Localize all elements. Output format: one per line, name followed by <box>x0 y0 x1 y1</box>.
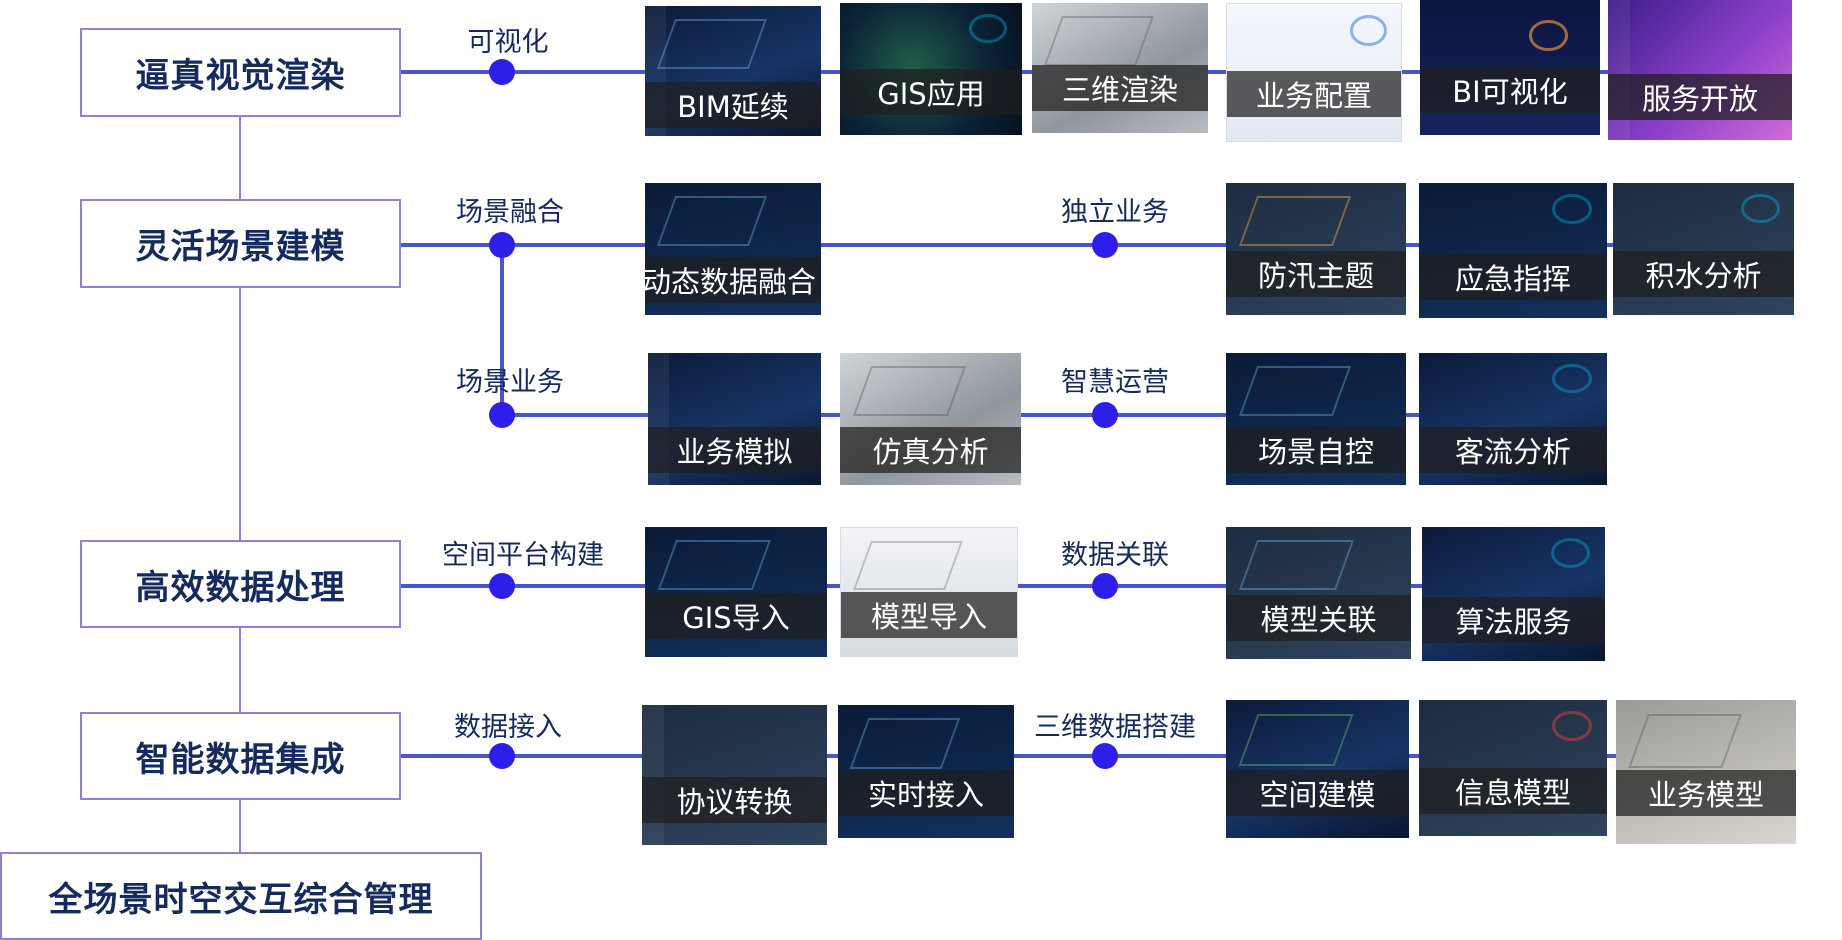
row2-line <box>400 243 1780 247</box>
thumb-dynamic-data-fusion: 动态数据融合 <box>645 183 821 315</box>
thumb-caption: 业务模型 <box>1616 770 1796 816</box>
thumb-caption: 应急指挥 <box>1419 254 1607 300</box>
thumb-algorithm-service: 算法服务 <box>1422 527 1605 661</box>
thumb-protocol-conversion: 协议转换 <box>642 705 827 845</box>
thumb-caption: 客流分析 <box>1419 427 1607 473</box>
thumb-information-model: 信息模型 <box>1419 700 1607 836</box>
label-visualization: 可视化 <box>467 27 549 58</box>
node-photorealistic-rendering: 逼真视觉渲染 <box>80 28 401 117</box>
thumb-caption: 防汛主题 <box>1226 251 1406 297</box>
thumb-caption: BI可视化 <box>1420 67 1600 113</box>
thumb-service-open: 服务开放 <box>1608 0 1792 140</box>
thumb-realtime-access: 实时接入 <box>838 705 1014 838</box>
thumb-caption: BIM延续 <box>645 82 821 128</box>
dot-smart-operation <box>1092 402 1118 428</box>
thumb-emergency-command: 应急指挥 <box>1419 183 1607 318</box>
thumb-business-model: 业务模型 <box>1616 700 1796 844</box>
thumb-caption: 场景自控 <box>1226 427 1406 473</box>
thumb-model-association: 模型关联 <box>1226 527 1411 659</box>
thumb-simulation-analysis: 仿真分析 <box>840 353 1021 485</box>
node-efficient-data-processing: 高效数据处理 <box>80 540 401 628</box>
thumb-gis-import: GIS导入 <box>645 527 827 657</box>
node-full-scene-management: 全场景时空交互综合管理 <box>0 852 482 940</box>
thumb-caption: 模型导入 <box>841 592 1017 638</box>
node-label: 智能数据集成 <box>135 739 346 780</box>
thumb-3d-render: 三维渲染 <box>1032 3 1208 133</box>
dot-independent-business <box>1092 232 1118 258</box>
row5-line <box>400 754 1780 758</box>
label-smart-operation: 智慧运营 <box>1061 367 1169 398</box>
thumb-business-simulation: 业务模拟 <box>648 353 821 485</box>
row3-line <box>500 413 1600 417</box>
branch-line <box>500 248 504 417</box>
thumb-flood-theme: 防汛主题 <box>1226 183 1406 315</box>
thumb-model-import: 模型导入 <box>840 527 1018 657</box>
node-flexible-scene-modeling: 灵活场景建模 <box>80 199 401 288</box>
node-label: 灵活场景建模 <box>135 227 346 267</box>
thumb-waterlog-analysis: 积水分析 <box>1613 183 1794 315</box>
dot-data-access <box>489 743 515 769</box>
thumb-caption: 算法服务 <box>1422 597 1605 643</box>
label-independent-business: 独立业务 <box>1061 197 1169 228</box>
thumb-caption: 业务配置 <box>1227 71 1401 117</box>
dot-scene-fusion <box>489 232 515 258</box>
node-label: 高效数据处理 <box>135 567 346 608</box>
connector-n2-n3 <box>239 288 241 540</box>
thumb-scene-control: 场景自控 <box>1226 353 1406 485</box>
connector-n1-n2 <box>239 117 241 199</box>
thumb-caption: 实时接入 <box>838 770 1014 816</box>
label-3d-data-build: 三维数据搭建 <box>1034 712 1196 743</box>
thumb-caption: 协议转换 <box>642 777 827 823</box>
thumb-caption: 仿真分析 <box>840 427 1021 473</box>
dot-spatial-platform <box>489 573 515 599</box>
dot-visualization <box>489 59 515 85</box>
thumb-passenger-flow: 客流分析 <box>1419 353 1607 485</box>
thumb-caption: GIS应用 <box>840 69 1022 115</box>
thumb-caption: 服务开放 <box>1608 74 1792 120</box>
thumb-caption: 模型关联 <box>1226 595 1411 641</box>
label-scene-fusion: 场景融合 <box>456 197 564 228</box>
thumb-bim: BIM延续 <box>645 6 821 136</box>
connector-n4-n5 <box>239 800 241 852</box>
dot-3d-data-build <box>1092 743 1118 769</box>
thumb-spatial-modeling: 空间建模 <box>1226 700 1409 838</box>
connector-n3-n4 <box>239 628 241 712</box>
label-data-access: 数据接入 <box>454 712 562 743</box>
thumb-biz-config: 业务配置 <box>1226 3 1402 142</box>
thumb-bi-vis: BI可视化 <box>1420 0 1600 135</box>
label-data-association: 数据关联 <box>1061 540 1169 571</box>
node-label: 逼真视觉渲染 <box>135 56 346 96</box>
thumb-caption: 业务模拟 <box>648 427 821 473</box>
dot-data-association <box>1092 573 1118 599</box>
thumb-caption: 三维渲染 <box>1032 65 1208 111</box>
thumb-caption: 空间建模 <box>1226 770 1409 816</box>
label-scene-business: 场景业务 <box>456 367 564 398</box>
thumb-caption: GIS导入 <box>645 593 827 639</box>
thumb-caption: 信息模型 <box>1419 768 1607 814</box>
thumb-caption: 动态数据融合 <box>645 257 821 303</box>
thumb-caption: 积水分析 <box>1613 251 1794 297</box>
thumb-gis-app: GIS应用 <box>840 3 1022 135</box>
label-spatial-platform: 空间平台构建 <box>442 540 604 571</box>
node-label: 全场景时空交互综合管理 <box>48 879 434 920</box>
node-intelligent-data-integration: 智能数据集成 <box>80 712 401 800</box>
dot-scene-business <box>489 402 515 428</box>
